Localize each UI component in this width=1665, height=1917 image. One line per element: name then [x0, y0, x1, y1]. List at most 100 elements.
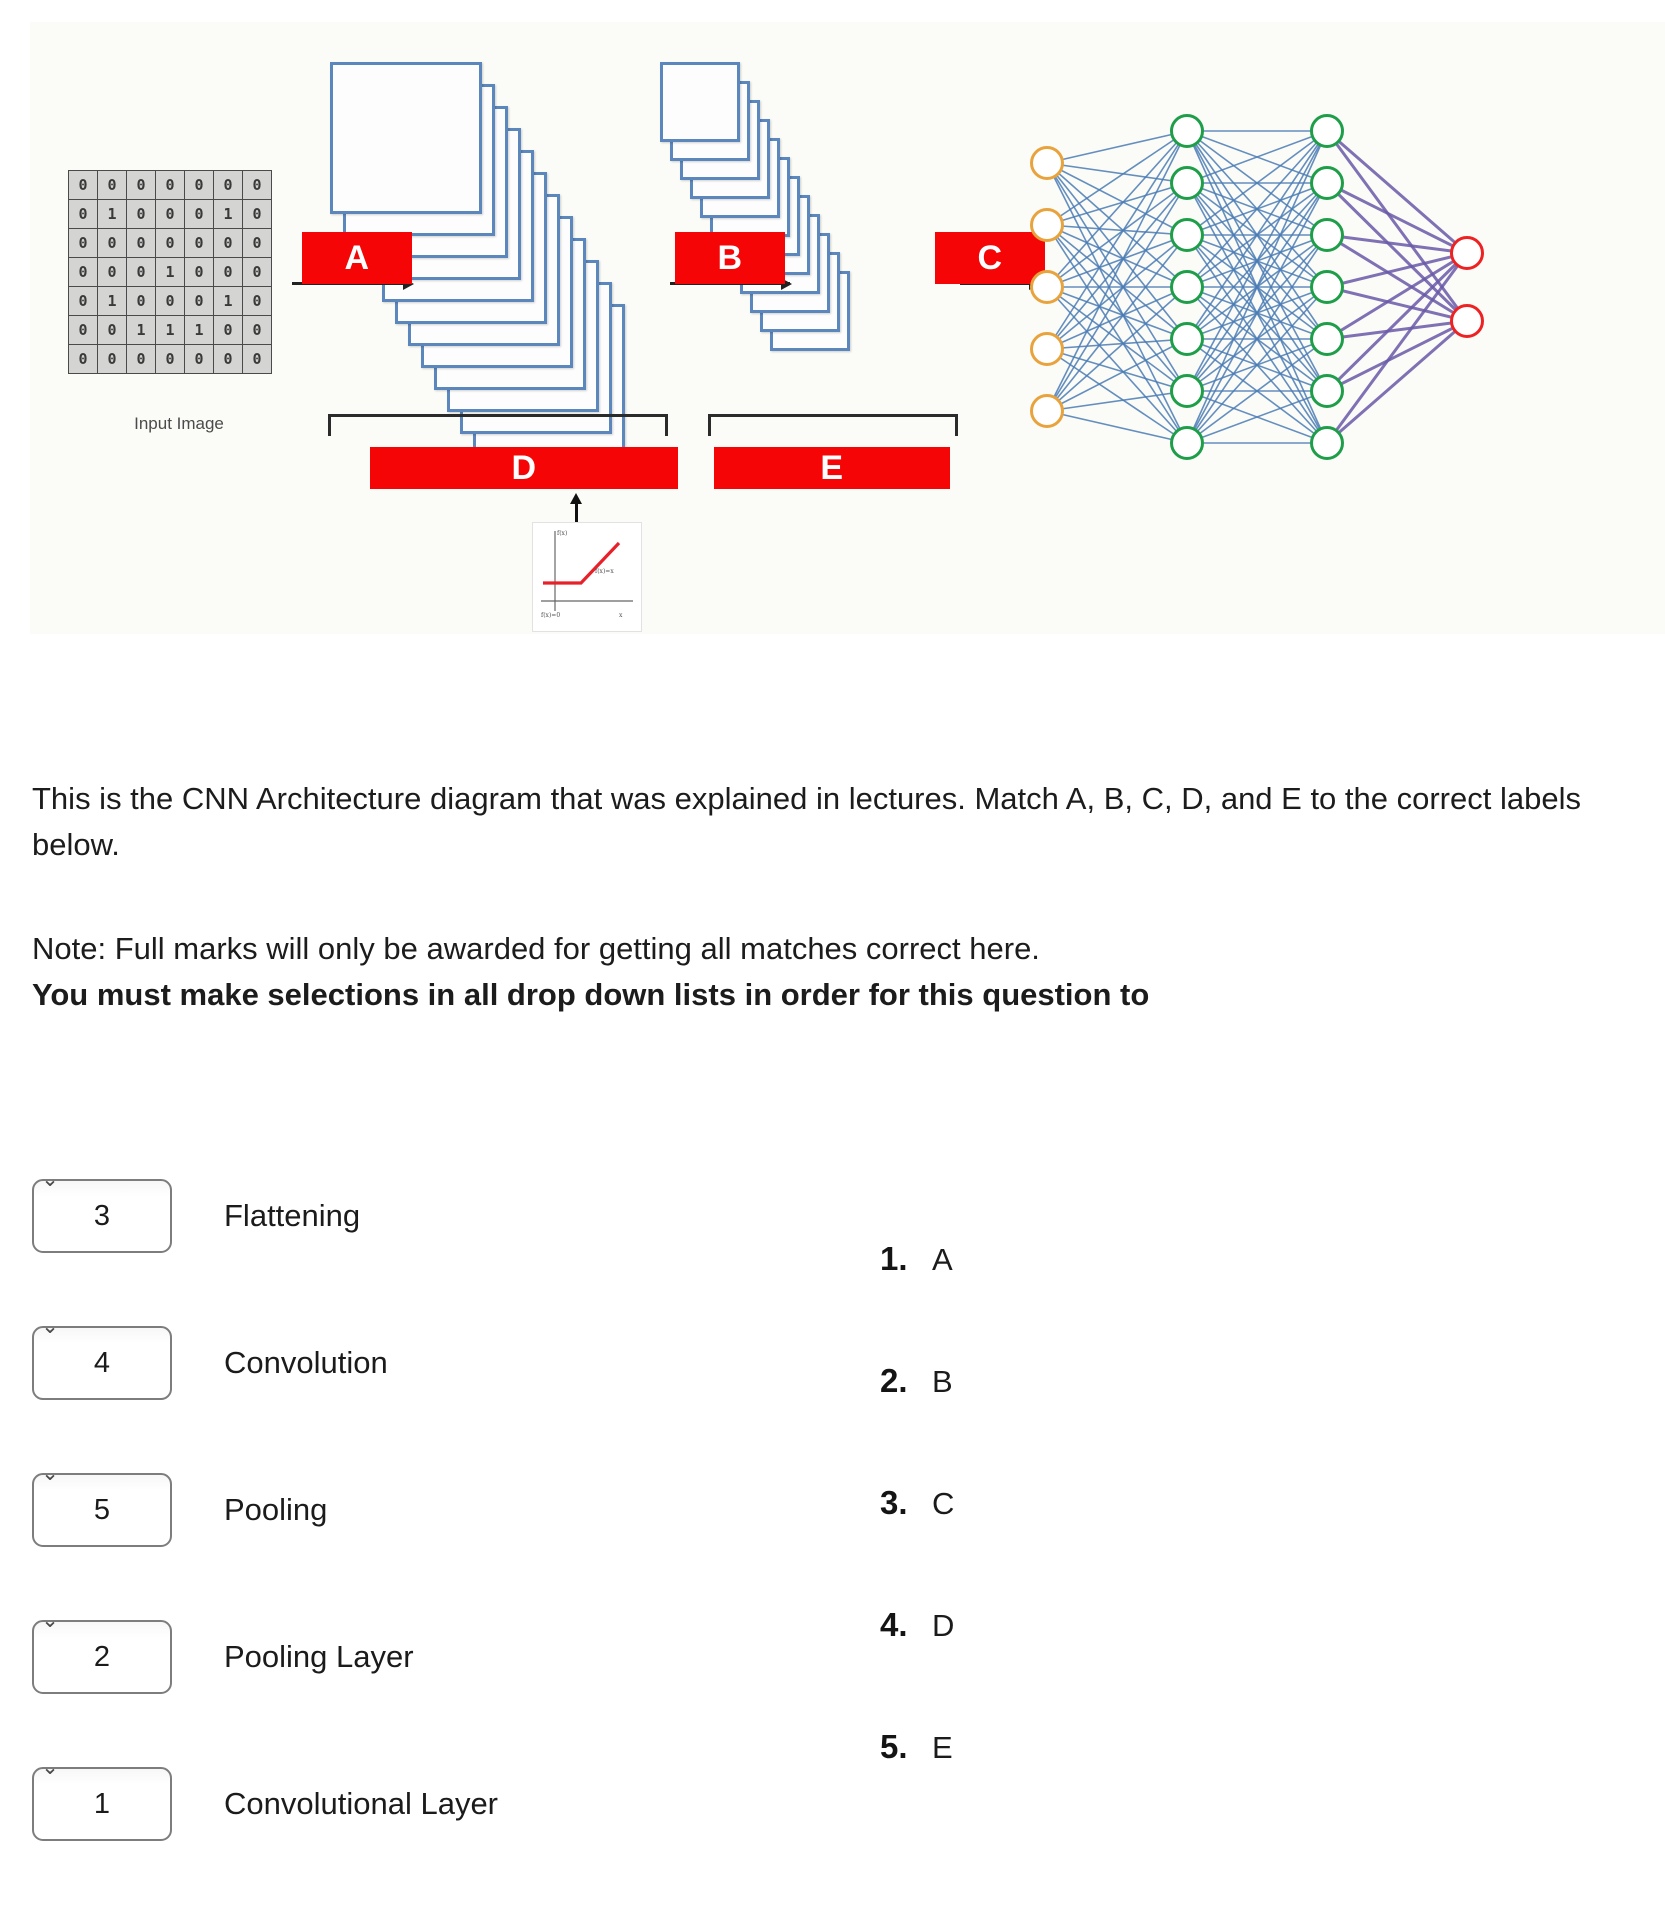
network-node	[1170, 114, 1204, 148]
match-dropdown-value: 2	[93, 1640, 111, 1673]
network-node	[1310, 270, 1344, 304]
matrix-cell: 0	[68, 344, 98, 374]
matrix-cell: 0	[68, 170, 98, 200]
chevron-down-icon: ⌄	[41, 1462, 59, 1485]
match-option-label: Pooling	[224, 1492, 328, 1527]
matrix-cell: 0	[97, 257, 127, 287]
network-node	[1310, 166, 1344, 200]
label-chip-d: D	[370, 447, 678, 489]
legend-number: 2.	[880, 1362, 908, 1399]
chevron-down-icon: ⌄	[41, 1168, 59, 1191]
matrix-cell: 0	[242, 315, 272, 345]
legend-value: B	[932, 1364, 953, 1399]
match-option-label: Convolution	[224, 1345, 388, 1380]
matrix-cell: 0	[68, 228, 98, 258]
relu-activation-plot: f(x) f(x)=x f(x)=0 x	[532, 522, 642, 632]
network-node	[1030, 394, 1064, 428]
matrix-cell: 0	[184, 199, 214, 229]
label-chip-b: B	[675, 232, 785, 284]
matrix-cell: 1	[126, 315, 156, 345]
match-dropdown-value: 1	[93, 1787, 111, 1820]
matrix-cell: 0	[184, 344, 214, 374]
match-dropdown-3[interactable]: ⌄5	[32, 1463, 172, 1547]
match-dropdown-value: 5	[93, 1493, 111, 1526]
legend-number: 1.	[880, 1240, 908, 1277]
matrix-cell: 0	[97, 170, 127, 200]
matrix-cell: 0	[155, 170, 185, 200]
feature-map-card	[330, 62, 482, 214]
matrix-cell: 0	[155, 199, 185, 229]
legend-row: 4.D	[880, 1606, 1280, 1654]
match-dropdown-4[interactable]: ⌄2	[32, 1610, 172, 1694]
matrix-cell: 1	[213, 286, 243, 316]
network-node	[1030, 208, 1064, 242]
matrix-cell: 0	[184, 286, 214, 316]
matrix-cell: 0	[242, 286, 272, 316]
matrix-cell: 1	[184, 315, 214, 345]
question-note: Note: Full marks will only be awarded fo…	[32, 926, 1652, 1018]
matrix-cell: 0	[126, 228, 156, 258]
svg-text:x: x	[619, 612, 623, 619]
chevron-down-icon: ⌄	[41, 1315, 59, 1338]
fully-connected-network	[990, 112, 1665, 472]
matrix-cell: 0	[213, 344, 243, 374]
network-node	[1170, 322, 1204, 356]
network-node	[1170, 426, 1204, 460]
match-option-label: Convolutional Layer	[224, 1786, 499, 1821]
note-line-2: You must make selections in all drop dow…	[32, 977, 1150, 1012]
matrix-cell: 0	[213, 257, 243, 287]
svg-text:f(x): f(x)	[557, 530, 567, 537]
matrix-cell: 1	[97, 199, 127, 229]
svg-text:f(x)=0: f(x)=0	[541, 612, 560, 619]
matrix-cell: 0	[184, 228, 214, 258]
network-node	[1310, 114, 1344, 148]
match-dropdown-1[interactable]: ⌄3	[32, 1169, 172, 1253]
legend-row: 5.E	[880, 1728, 1280, 1776]
note-line-1: Note: Full marks will only be awarded fo…	[32, 931, 1040, 966]
input-image-caption: Input Image	[134, 414, 224, 433]
network-node	[1450, 236, 1484, 270]
legend-row: 3. C	[880, 1484, 1280, 1532]
matrix-cell: 0	[242, 344, 272, 374]
network-node	[1170, 270, 1204, 304]
matrix-cell: 0	[68, 315, 98, 345]
matrix-cell: 0	[97, 344, 127, 374]
match-dropdown-2[interactable]: ⌄4	[32, 1316, 172, 1400]
matrix-cell: 0	[126, 170, 156, 200]
feature-map-card	[660, 62, 740, 142]
label-chip-a: A	[302, 232, 412, 284]
legend-row: 1.A	[880, 1240, 1280, 1288]
network-node	[1170, 166, 1204, 200]
matrix-cell: 0	[97, 315, 127, 345]
match-dropdown-5[interactable]: ⌄1	[32, 1757, 172, 1841]
legend-number: 5.	[880, 1728, 908, 1765]
matrix-cell: 1	[155, 257, 185, 287]
legend-value: D	[932, 1608, 955, 1643]
matrix-cell: 0	[126, 257, 156, 287]
network-node	[1310, 218, 1344, 252]
relu-curve-icon: f(x) f(x)=x f(x)=0 x	[541, 530, 633, 619]
network-node	[1310, 426, 1344, 460]
network-node	[1030, 332, 1064, 366]
matrix-cell: 0	[155, 344, 185, 374]
matrix-cell: 1	[213, 199, 243, 229]
label-chip-c: C	[935, 232, 1045, 284]
match-dropdown-value: 3	[93, 1199, 111, 1232]
matrix-cell: 0	[213, 228, 243, 258]
answer-key-legend: 1.A 2. B 3. C 4.D 5.E	[880, 1240, 1280, 1850]
legend-number: 3.	[880, 1484, 908, 1521]
legend-value: C	[932, 1486, 955, 1521]
matrix-cell: 0	[213, 170, 243, 200]
match-dropdown-value: 4	[93, 1346, 111, 1379]
matrix-cell: 0	[184, 170, 214, 200]
network-node	[1030, 270, 1064, 304]
matrix-cell: 0	[126, 286, 156, 316]
question-prompt: This is the CNN Architecture diagram tha…	[32, 781, 1581, 862]
matrix-cell: 0	[242, 257, 272, 287]
